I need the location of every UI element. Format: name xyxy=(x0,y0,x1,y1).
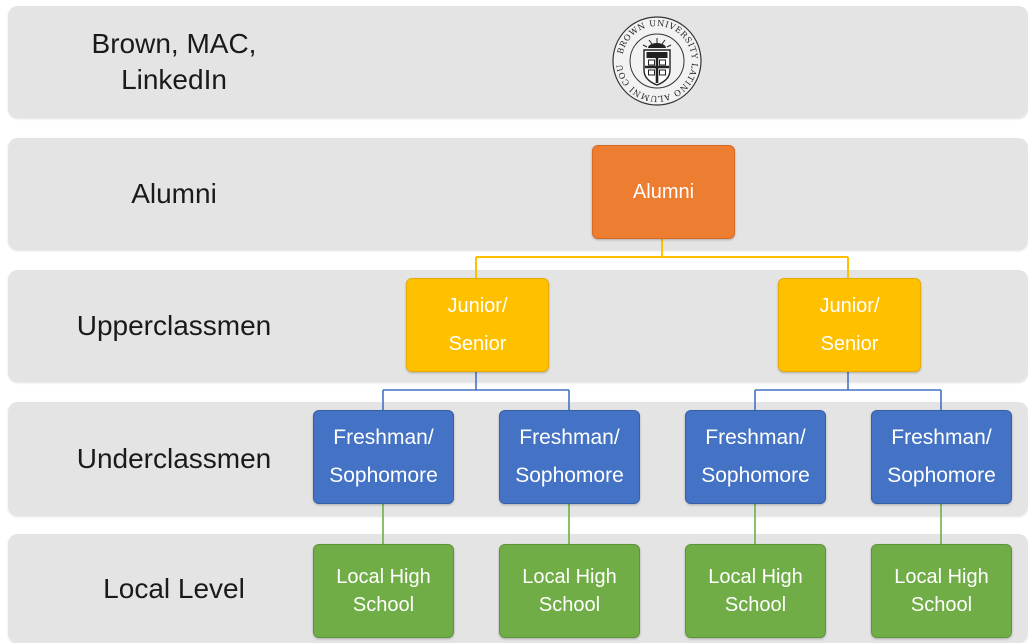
node-freshman-sophomore-3: Freshman/ Sophomore xyxy=(685,410,826,504)
node-local-high-school-3: Local High School xyxy=(685,544,826,638)
node-local-high-school-4: Local High School xyxy=(871,544,1012,638)
band-brown: Brown, MAC, LinkedIn xyxy=(8,6,1028,118)
node-local-high-school-2: Local High School xyxy=(499,544,640,638)
band-label-underclassmen: Underclassmen xyxy=(76,443,272,474)
band-label-alumni: Alumni xyxy=(131,178,217,209)
node-freshman-sophomore-2: Freshman/ Sophomore xyxy=(499,410,640,504)
band-label-upperclassmen: Upperclassmen xyxy=(76,310,272,341)
node-local-high-school-1: Local High School xyxy=(313,544,454,638)
band-alumni: Alumni xyxy=(8,138,1028,250)
brown-latino-alumni-council-logo: BROWN UNIVERSITY LATINO ALUMNI COUNCIL xyxy=(606,6,704,108)
node-freshman-sophomore-1: Freshman/ Sophomore xyxy=(313,410,454,504)
seal-icon: BROWN UNIVERSITY LATINO ALUMNI COUNCIL xyxy=(606,6,702,106)
node-junior-senior-2: Junior/ Senior xyxy=(778,278,921,372)
band-label-brown: Brown, MAC, LinkedIn xyxy=(91,28,257,95)
node-alumni: Alumni xyxy=(592,145,735,239)
node-junior-senior-1: Junior/ Senior xyxy=(406,278,549,372)
node-freshman-sophomore-4: Freshman/ Sophomore xyxy=(871,410,1012,504)
band-label-local-level: Local Level xyxy=(103,572,245,604)
